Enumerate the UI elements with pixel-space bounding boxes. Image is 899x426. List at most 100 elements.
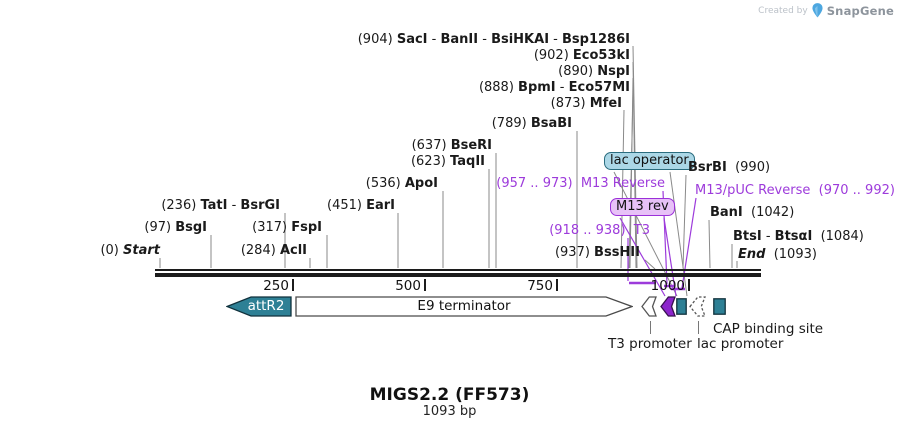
label-text: (918 .. 938) T3	[549, 223, 650, 238]
enzyme-label-637-bseri[interactable]: (637) BseRI	[412, 139, 492, 153]
enzyme-label-890-nspi[interactable]: (890) NspI	[558, 65, 630, 79]
label-text: TatI	[200, 198, 228, 213]
enzyme-label-904-cluster[interactable]: (904) SacI - BanII - BsiHKAI - Bsp1286I	[358, 33, 630, 47]
label-text: -	[555, 80, 569, 95]
sequence-line	[155, 273, 761, 277]
label-text: (451)	[327, 198, 367, 213]
label-text: (937)	[554, 245, 595, 260]
snapgene-logo-icon	[812, 3, 823, 18]
label-text: (990)	[726, 160, 771, 175]
enzyme-label-937-bsshii[interactable]: (937) BssHII	[555, 246, 640, 260]
label-text: (890)	[558, 64, 598, 79]
primer-label-t3[interactable]: (918 .. 938) T3	[549, 224, 650, 238]
callout-line	[628, 93, 634, 269]
callout-line	[619, 217, 666, 297]
created-by-text: Created by	[758, 5, 808, 16]
construct-title: MIGS2.2 (FF573)	[369, 385, 530, 405]
label-text: -	[549, 32, 563, 47]
enzyme-label-236-tati[interactable]: (236) TatI - BsrGI	[161, 199, 280, 213]
lac-operator-feature-shape	[676, 298, 687, 315]
label-text: BsrBI	[688, 160, 727, 175]
label-text: End	[738, 247, 766, 262]
label-text: (623)	[410, 154, 451, 169]
enzyme-label-284-acli[interactable]: (284) AclI	[241, 244, 307, 258]
label-text: (873)	[550, 96, 590, 111]
cap-binding-site-feature[interactable]	[713, 298, 726, 315]
label-text: (0)	[100, 243, 124, 258]
m13-rev-tag[interactable]: M13 rev	[610, 198, 675, 216]
lac-promoter-feature[interactable]	[689, 296, 706, 317]
enzyme-label-888-bpmi[interactable]: (888) BpmI - Eco57MI	[479, 81, 630, 95]
label-text: (637)	[411, 138, 451, 153]
label-text: (957 .. 973) M13 Reverse	[496, 176, 665, 191]
snapgene-brand-text[interactable]: SnapGene	[826, 3, 894, 18]
t3-promoter-feature[interactable]	[641, 296, 657, 317]
enzyme-label-317-fspi[interactable]: (317) FspI	[252, 221, 322, 235]
m13-rev-primer-feature[interactable]	[660, 296, 676, 317]
label-text: (1084)	[812, 229, 864, 244]
lac-promoter-feature-shape	[689, 296, 706, 317]
label-text: BtsαI	[774, 229, 813, 244]
t3-promoter-feature-shape	[641, 296, 657, 317]
label-text: (904)	[357, 32, 397, 47]
label-text: Start	[123, 243, 160, 258]
label-text: TaqII	[450, 154, 485, 169]
ruler-tick	[688, 279, 690, 291]
enzyme-label-990-bsrbi[interactable]: BsrBI (990)	[688, 161, 770, 175]
cap-binding-site-feature-shape	[713, 298, 726, 315]
start-label[interactable]: (0) Start	[100, 244, 160, 258]
construct-length: 1093 bp	[422, 404, 477, 419]
label-text: -	[761, 229, 775, 244]
label-text: Eco53kI	[572, 48, 630, 63]
label-text: (888)	[478, 80, 519, 95]
label-text: BanII	[440, 32, 479, 47]
label-text: (1093)	[765, 247, 817, 262]
label-text: -	[227, 198, 241, 213]
end-label[interactable]: End (1093)	[738, 248, 817, 262]
lac-operator-feature[interactable]	[676, 298, 687, 315]
e9-terminator-feature[interactable]: E9 terminator	[295, 296, 633, 317]
enzyme-label-902-eco53ki[interactable]: (902) Eco53kI	[534, 49, 630, 63]
callout-line	[644, 259, 656, 270]
label-text: BssHII	[594, 245, 640, 260]
label-text: MfeI	[589, 96, 622, 111]
attr2-feature[interactable]: attR2	[226, 296, 292, 317]
label-text: SacI	[396, 32, 428, 47]
ruler-tick	[292, 279, 294, 291]
enzyme-label-1042-bani[interactable]: BanI (1042)	[710, 206, 794, 220]
label-text: (317)	[252, 220, 292, 235]
enzyme-label-789-bsabi[interactable]: (789) BsaBI	[492, 117, 572, 131]
ruler-tick	[556, 279, 558, 291]
label-text: BsaBI	[530, 116, 572, 131]
label-text: NspI	[597, 64, 630, 79]
ruler-number: 1000	[650, 278, 685, 294]
enzyme-label-97-bsgi[interactable]: (97) BsgI	[144, 221, 207, 235]
label-text: (236)	[161, 198, 201, 213]
label-text: Bsp1286I	[562, 32, 630, 47]
enzyme-label-536-apoi[interactable]: (536) ApoI	[366, 177, 438, 191]
enzyme-label-1084-btsi[interactable]: BtsI - BtsαI (1084)	[733, 230, 864, 244]
primer-label-m13-reverse[interactable]: (957 .. 973) M13 Reverse	[496, 177, 665, 191]
label-text: BsrGI	[240, 198, 280, 213]
label-text: EarI	[366, 198, 395, 213]
ruler-tick	[424, 279, 426, 291]
primer-label-m13-puc-reverse[interactable]: M13/pUC Reverse (970 .. 992)	[695, 184, 895, 198]
cap-binding-site-caption: CAP binding site	[713, 321, 824, 337]
e9-terminator-feature-shape	[295, 296, 633, 317]
label-text: BseRI	[450, 138, 492, 153]
label-text: -	[478, 32, 492, 47]
label-text: (789)	[491, 116, 531, 131]
label-text: (902)	[533, 48, 573, 63]
label-text: -	[427, 32, 441, 47]
label-text: (1042)	[742, 205, 795, 220]
e9-terminator-feature-label: E9 terminator	[417, 297, 511, 314]
label-text: M13/pUC Reverse (970 .. 992)	[695, 183, 895, 198]
enzyme-label-451-eari[interactable]: (451) EarI	[327, 199, 395, 213]
t3-promoter-caption: T3 promoter	[608, 336, 692, 352]
m13-rev-primer-feature-shape	[660, 296, 676, 317]
enzyme-label-623-taqii[interactable]: (623) TaqII	[411, 155, 485, 169]
lac-operator-tag[interactable]: lac operator	[604, 152, 695, 170]
label-text: (97)	[144, 220, 176, 235]
enzyme-label-873-mfei[interactable]: (873) MfeI	[551, 97, 622, 111]
